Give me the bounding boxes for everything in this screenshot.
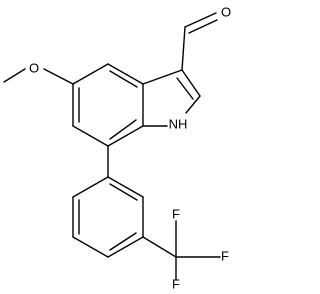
- fluorine-top-label: F: [172, 206, 180, 221]
- fluorine-right-label: F: [221, 248, 229, 263]
- aldehyde-oxygen-label: O: [221, 4, 231, 19]
- methoxy-oxygen-label: O: [29, 60, 39, 75]
- molecule-structure: O O NH F F F: [3, 4, 231, 291]
- bond-lines: [3, 12, 221, 280]
- indole-nh-label: NH: [169, 116, 188, 131]
- atom-labels: O O NH F F F: [29, 4, 231, 291]
- fluorine-bottom-label: F: [172, 276, 180, 291]
